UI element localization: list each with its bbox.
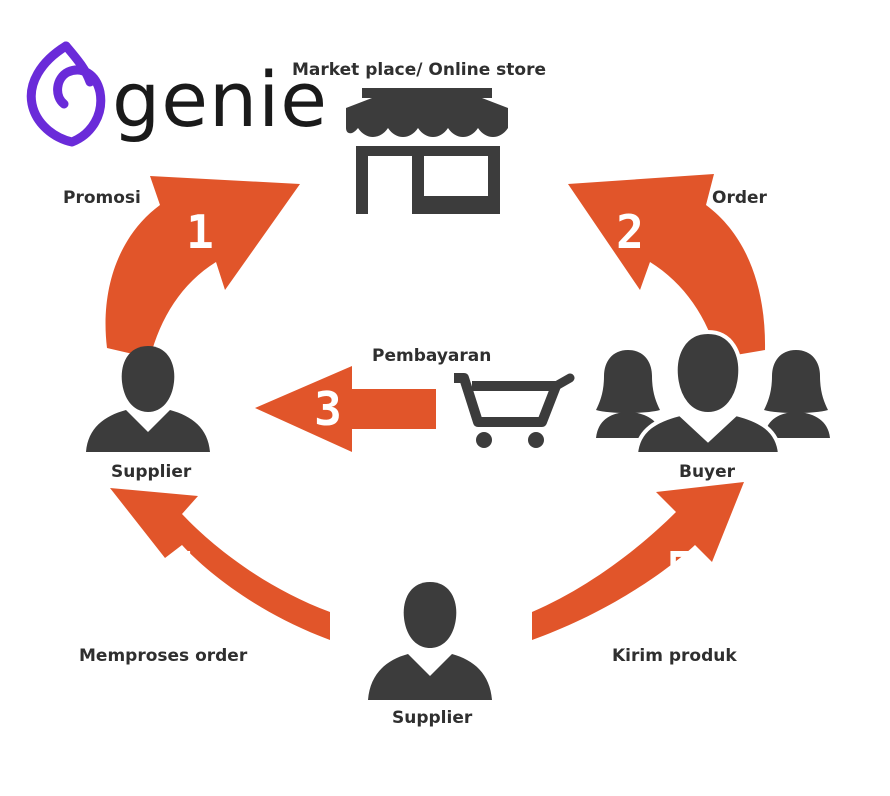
step-4-arrow: [110, 488, 330, 640]
buyer-label: Buyer: [679, 462, 736, 482]
step-1-arrow: [105, 176, 300, 358]
step-4-label: Memproses order: [79, 646, 248, 666]
step-2-label: Order: [712, 188, 767, 208]
step-3-arrow: [255, 366, 436, 452]
step-3-label: Pembayaran: [372, 346, 492, 366]
supplier-bottom-label: Supplier: [392, 708, 473, 728]
step-1-label: Promosi: [63, 188, 141, 208]
supplier-bottom-icon: [368, 582, 492, 700]
genie-wordmark: genie: [112, 55, 329, 144]
step-2-arrow: [568, 174, 766, 358]
supplier-left-label: Supplier: [111, 462, 192, 482]
step-3-number: 3: [314, 382, 342, 436]
shopping-cart-icon: [454, 373, 575, 448]
storefront-icon: [346, 88, 508, 214]
store-label: Market place/ Online store: [292, 60, 546, 80]
supplier-left-icon: [86, 346, 210, 452]
step-5-number: 5: [666, 542, 694, 596]
step-2-number: 2: [616, 205, 644, 259]
step-5-arrow: [532, 482, 744, 640]
step-4-number: 4: [168, 542, 196, 596]
step-5-label: Kirim produk: [612, 646, 737, 666]
step-1-number: 1: [186, 205, 214, 259]
buyer-group-icon: [596, 329, 830, 456]
genie-logo-icon: [26, 41, 106, 147]
